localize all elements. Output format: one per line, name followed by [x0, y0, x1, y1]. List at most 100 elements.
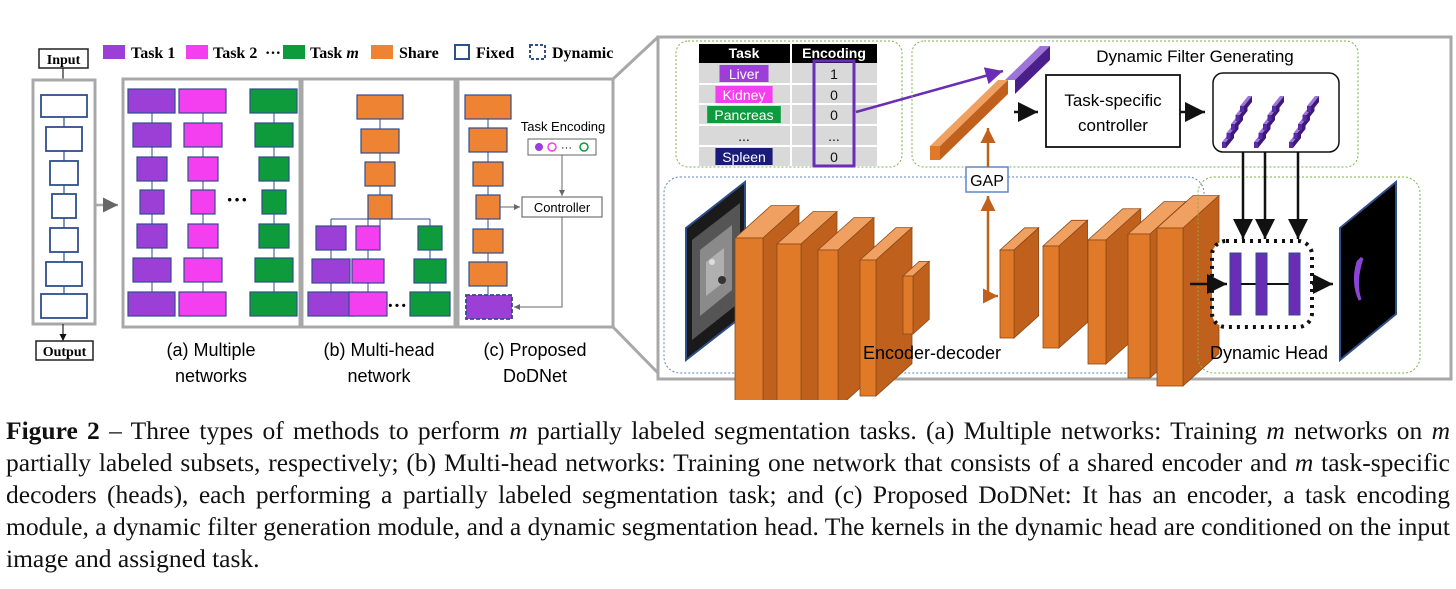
caption-var-3: m: [1431, 416, 1451, 445]
panel-a-caption-line2: networks: [175, 366, 247, 386]
table-row: Spleen 0: [715, 148, 838, 165]
dfg-title: Dynamic Filter Generating: [1096, 47, 1293, 66]
task-encoding-label: Task Encoding: [521, 119, 606, 134]
panel-b-caption-line1: (b) Multi-head: [323, 340, 434, 360]
caption-label: Figure 2: [6, 416, 100, 445]
gap-box: [965, 166, 1009, 193]
table-cell-task: Spleen: [722, 149, 766, 165]
controller-label: Controller: [534, 200, 591, 215]
task-color-swatch: [719, 65, 769, 82]
caption-text-2: partially labeled segmentation tasks. (a…: [527, 416, 1267, 445]
legend-taskm-swatch: [283, 45, 305, 59]
task-specific-controller-line1: Task-specific: [1064, 91, 1162, 110]
table-cell-task: Liver: [729, 66, 760, 82]
task-encoding-region: [675, 40, 903, 168]
shared-encoder-column: [356, 94, 404, 220]
conv-layer-block: [901, 260, 931, 335]
table-cell-encoding: 0: [830, 107, 838, 123]
dynamic-head-label: Dynamic Head: [1210, 343, 1328, 363]
panel-a-dots: ···: [226, 187, 248, 212]
table-cell-encoding: 0: [830, 87, 838, 103]
task2-head: [348, 225, 388, 317]
conv-layer-block: [1155, 194, 1221, 387]
dynamic-kernel-slab: [1240, 96, 1252, 112]
legend-dynamic-swatch: [529, 44, 546, 60]
panel-a-multiple-networks: ··· (a) Multiple networks: [121, 77, 302, 386]
task-color-swatch: [715, 148, 773, 165]
caption-text-5: task-specific decoders (heads), each per…: [6, 448, 1450, 573]
input-output-network: Input Output: [31, 48, 118, 361]
method-figure: Task 1 Task 2 ··· Task m Share Fixed Dyn…: [31, 35, 1453, 400]
legend-fixed-label: Fixed: [476, 45, 514, 62]
encoder-decoder-region: [663, 176, 1205, 374]
table-cell-task: Pancreas: [714, 107, 773, 123]
encoder-decoder-conv-blocks: [733, 194, 1221, 400]
legend: Task 1 Task 2 ··· Task m Share Fixed Dyn…: [103, 44, 613, 62]
legend-dots: ···: [265, 45, 281, 62]
caption-var-1: m: [509, 416, 528, 445]
feature-vector-bar: [930, 46, 1050, 160]
legend-taskm-var: m: [346, 45, 358, 62]
panel-a-caption-line1: (a) Multiple: [166, 340, 255, 360]
table-cell-encoding: 0: [830, 149, 838, 165]
dynamic-head-block: [465, 294, 513, 320]
dynamic-head-region: [1197, 176, 1421, 374]
figure-caption: Figure 2 – Three types of methods to per…: [6, 415, 1450, 575]
table-cell-encoding: 1: [830, 66, 838, 82]
encoder-decoder-label: Encoder-decoder: [863, 343, 1001, 363]
taskm-network-column: [249, 88, 298, 317]
task1-network-column: [127, 88, 176, 317]
table-header-encoding: Encoding: [802, 45, 866, 61]
panel-c-caption-line1: (c) Proposed: [483, 340, 586, 360]
dynamic-filter-generating-region: [911, 40, 1359, 168]
caption-text-3: networks on: [1284, 416, 1432, 445]
legend-share-label: Share: [399, 45, 439, 62]
panel-b-caption-line2: network: [347, 366, 411, 386]
dynamic-kernel-stacks: [1222, 96, 1319, 148]
task-color-swatch: [707, 106, 781, 123]
conv-layer-block: [998, 226, 1040, 339]
panel-c-dodnet: Task Encoding ··· Controller (c) Propose…: [456, 77, 615, 386]
panel-b-multi-head-network: ··· (b) Multi-head network: [300, 77, 457, 386]
table-row: Liver 1: [719, 65, 838, 82]
task2-network-column: [178, 88, 227, 317]
conv-layer-block: [858, 226, 914, 397]
legend-taskm-word: Task: [310, 45, 342, 62]
table-header-task: Task: [729, 45, 760, 61]
task-color-swatch: [715, 86, 773, 103]
legend-taskm-label: Task m: [310, 45, 359, 62]
input-label: Input: [47, 53, 81, 68]
legend-task2-label: Task 2: [213, 45, 257, 62]
dynamic-kernel-slab: [1307, 96, 1319, 112]
legend-fixed-swatch: [454, 44, 470, 60]
gap-label: GAP: [970, 173, 1004, 190]
legend-dynamic-label: Dynamic: [552, 45, 613, 62]
legend-task1-swatch: [103, 45, 125, 59]
legend-task2-swatch: [186, 45, 208, 59]
caption-var-2: m: [1266, 416, 1285, 445]
caption-text-4: partially labeled subsets, respectively;…: [6, 448, 1295, 477]
task-specific-controller-box: [1045, 74, 1181, 148]
caption-var-4: m: [1294, 448, 1314, 477]
dynamic-kernel-slab: [1272, 96, 1284, 112]
table-cell-task: Kidney: [723, 87, 766, 103]
encoding-highlight-box: [812, 59, 856, 168]
table-cell-encoding: ...: [828, 128, 840, 144]
legend-share-swatch: [371, 45, 393, 59]
taskm-head: [409, 225, 451, 317]
legend-task1-label: Task 1: [131, 45, 175, 62]
panel-c-caption-line2: DoDNet: [503, 366, 567, 386]
table-row: Kidney 0: [715, 86, 838, 103]
output-label: Output: [43, 345, 87, 360]
caption-text-1: – Three types of methods to perform: [99, 416, 510, 445]
conv-layer-block: [1041, 219, 1089, 349]
output-segmentation-mask: [1339, 179, 1397, 363]
ct-input-image: [685, 179, 746, 363]
task-encoding-dots: ···: [561, 142, 572, 154]
task-specific-controller-line2: controller: [1078, 116, 1148, 135]
panel-b-dots: ···: [387, 295, 407, 317]
table-row: ......: [738, 128, 840, 144]
table-cell-task: ...: [738, 128, 750, 144]
